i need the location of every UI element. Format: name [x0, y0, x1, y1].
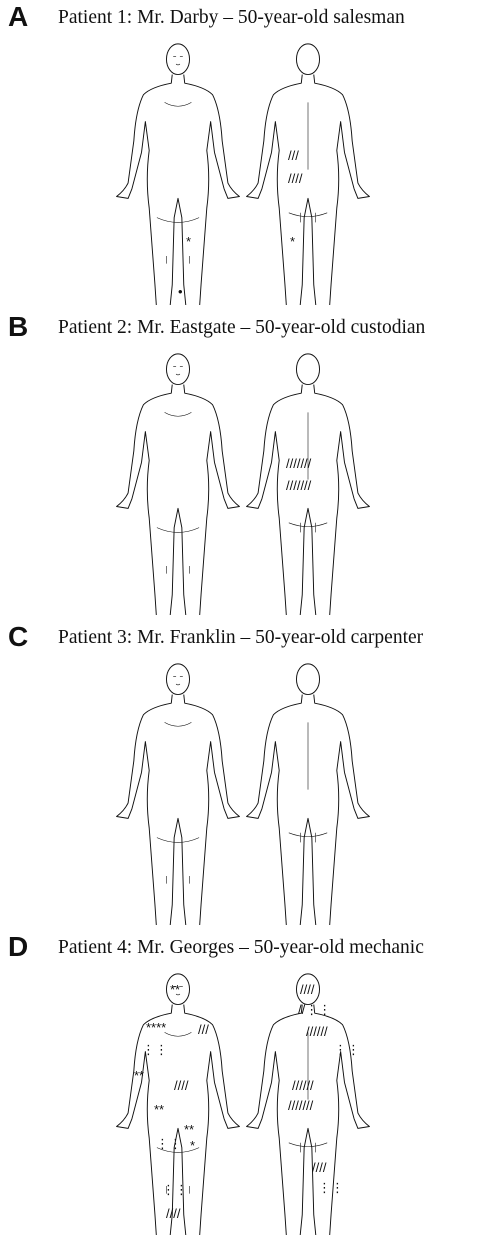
pain-mark-asterisk: * [190, 1138, 195, 1153]
pain-mark-hatch: //// [312, 1160, 327, 1175]
pain-mark-asterisk: **** [146, 1020, 166, 1035]
pain-mark-dots: ⋮⋮ [142, 1042, 168, 1057]
pain-mark-dots: ⋮⋮ [318, 1180, 344, 1195]
pain-mark-hatch: ////// [292, 1078, 314, 1093]
front-body-outline [117, 354, 240, 615]
body-diagram-pair: /////// /////// [0, 310, 494, 615]
front-body-outline [117, 44, 240, 305]
pain-mark-asterisk: ** [184, 1122, 194, 1137]
pain-mark-dot: • [178, 284, 183, 299]
pain-mark-hatch: /// [288, 148, 299, 163]
pain-mark-asterisk: ** [134, 1068, 144, 1083]
pain-mark-hatch: //⋮⋮ [298, 1002, 331, 1017]
pain-mark-hatch: //// [288, 171, 303, 186]
panel-b: B Patient 2: Mr. Eastgate – 50-year-old … [0, 310, 494, 615]
front-body-outline [117, 664, 240, 925]
pain-mark-hatch: /////// [286, 478, 312, 493]
pain-mark-dots: ⋮⋮ [162, 1182, 188, 1197]
body-diagram-pair: * • /// //// * [0, 0, 494, 305]
back-body-outline [247, 44, 370, 305]
back-body-outline [247, 664, 370, 925]
panel-d: D Patient 4: Mr. Georges – 50-year-old m… [0, 930, 494, 1235]
pain-mark-hatch: //// [300, 982, 315, 997]
pain-mark-dots: ⋮⋮ [156, 1136, 182, 1151]
body-diagram-pair [0, 620, 494, 925]
pain-mark-asterisk: ** [154, 1102, 164, 1117]
panel-c: C Patient 3: Mr. Franklin – 50-year-old … [0, 620, 494, 925]
pain-mark-asterisk: * [290, 234, 295, 249]
panel-a: A Patient 1: Mr. Darby – 50-year-old sal… [0, 0, 494, 305]
pain-mark-hatch: /////// [288, 1098, 314, 1113]
pain-mark-hatch: ////// [306, 1024, 328, 1039]
pain-mark-hatch: //// [174, 1078, 189, 1093]
pain-mark-hatch: //// [166, 1206, 181, 1221]
pain-mark-dots: ⋮⋮ [334, 1042, 360, 1057]
pain-mark-hatch: /// [198, 1022, 209, 1037]
pain-mark-asterisk: ** [170, 982, 180, 997]
pain-mark-hatch: /////// [286, 456, 312, 471]
pain-mark-asterisk: * [186, 234, 191, 249]
body-diagram-pair: ** **** /// ⋮⋮ ** //// ** ** ⋮⋮ * ⋮⋮ ///… [0, 930, 494, 1235]
